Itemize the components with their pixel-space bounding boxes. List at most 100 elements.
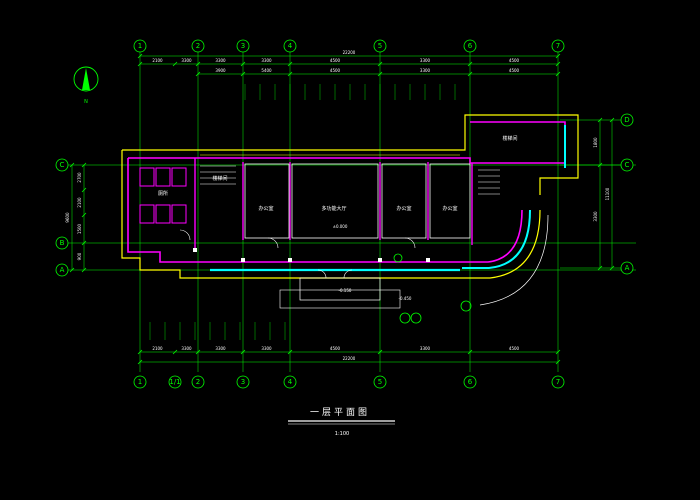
door-arc-3	[179, 229, 191, 241]
dim-right-segments-text: 1800	[593, 137, 598, 148]
main-wall-outline	[122, 114, 579, 195]
axis-bubble-bottom	[373, 375, 387, 389]
axis-bubble-right	[620, 113, 634, 127]
conference-box	[291, 163, 379, 239]
axis-bubble-top	[551, 39, 565, 53]
axis-label-bottom: 4	[288, 378, 293, 386]
room-label-office-2: 办公室	[396, 205, 411, 212]
dim-bottom-segments-tick	[555, 349, 561, 355]
dim-left-overall-tick	[69, 267, 75, 273]
dim-bottom-segments-tick	[137, 349, 143, 355]
dim-left-segments-tick	[81, 267, 87, 273]
axis-label-right: D	[624, 116, 629, 124]
axis-label-bottom: 1	[138, 378, 142, 386]
axis-bubble-right	[620, 261, 634, 275]
landscape-marks	[393, 253, 472, 324]
dim-top-segments-text: 3300	[420, 58, 431, 63]
building-walls	[121, 114, 579, 309]
dim-top-segments-tick	[377, 61, 383, 67]
curved-corridor-inner	[460, 209, 523, 263]
axis-label-bottom: 3	[241, 378, 245, 386]
toilet-stall-4	[139, 204, 155, 224]
axis-label-left: C	[60, 161, 65, 169]
toilet-stall-6	[171, 204, 187, 224]
curved-corridor-outer	[470, 209, 541, 279]
door-arc-5	[343, 269, 353, 279]
axis-bubble-top	[191, 39, 205, 53]
dim-bottom-segments-text: 3300	[215, 346, 226, 351]
dim-top-sub-text: 4500	[509, 68, 520, 73]
axis-bubble-top	[463, 39, 477, 53]
dim-top-sub-tick	[467, 71, 473, 77]
dim-right-segments-text: 3300	[593, 211, 598, 222]
axis-label-top: 7	[556, 42, 560, 50]
dim-top-segments-tick	[240, 61, 246, 67]
room-label-office-1: 办公室	[258, 205, 273, 212]
dim-right-segments-tick	[597, 162, 603, 168]
axis-label-right: A	[625, 264, 630, 272]
inner-wall-north	[128, 121, 566, 164]
dim-top-overall-tick	[137, 53, 143, 59]
dim-top-sub-tick	[240, 71, 246, 77]
axis-bubble-left	[55, 236, 69, 250]
dim-top-segments-tick	[172, 61, 178, 67]
room-label-toilet: 厕所	[158, 190, 168, 197]
dim-top-sub-text: 3300	[420, 68, 431, 73]
dim-bottom-overall-tick	[555, 359, 561, 365]
dim-left-segments-text: 2100	[77, 197, 82, 208]
dim-bottom-overall-tick	[137, 359, 143, 365]
axis-label-left: A	[60, 266, 65, 274]
dim-bottom-segments-tick	[467, 349, 473, 355]
dim-bottom-segments-text: 4500	[330, 346, 341, 351]
dim-bottom-segments-text: 3300	[181, 346, 192, 351]
axis-label-bottom: 7	[556, 378, 560, 386]
axis-label-top: 5	[378, 42, 382, 50]
dim-top-sub-tick	[555, 71, 561, 77]
dim-bottom-segments-text: 3300	[420, 346, 431, 351]
inner-wall-south	[127, 158, 460, 263]
dim-top-segments-text: 4500	[330, 58, 341, 63]
toilet-stall-1	[139, 167, 155, 187]
axis-label-top: 2	[196, 42, 200, 50]
axis-bubble-bottom	[551, 375, 565, 389]
level-exterior: -0.450	[399, 296, 412, 301]
toilet-stall-2	[155, 167, 171, 187]
axis-label-top: 3	[241, 42, 245, 50]
dim-left-segments-tick	[81, 162, 87, 168]
north-label: N	[84, 99, 88, 105]
axis-label-right: C	[625, 161, 630, 169]
dim-top-segments-text: 2100	[152, 58, 163, 63]
axis-bubble-bottom	[168, 375, 182, 389]
dim-bottom-segments-text: 3300	[261, 346, 272, 351]
dim-top-segments-text: 4500	[509, 58, 520, 63]
dim-top-sub-text: 5400	[261, 68, 272, 73]
dim-left-segments-text: 900	[77, 252, 82, 260]
dim-top-sub-tick	[377, 71, 383, 77]
axis-bubble-top	[283, 39, 297, 53]
curved-window	[462, 209, 531, 269]
dim-top-sub-tick	[195, 71, 201, 77]
axis-label-bottom: 2	[196, 378, 200, 386]
columns	[193, 248, 430, 262]
dim-left-overall-text: 9600	[65, 212, 70, 223]
dim-right-segments-tick	[597, 265, 603, 271]
dim-top-segments-tick	[287, 61, 293, 67]
axis-bubble-top	[236, 39, 250, 53]
axis-bubble-bottom	[463, 375, 477, 389]
axis-bubble-bottom	[191, 375, 205, 389]
axis-bubble-left	[55, 263, 69, 277]
dim-left-segments-tick	[81, 212, 87, 218]
dim-top-segments-text: 3300	[181, 58, 192, 63]
axis-label-bottom: 6	[468, 378, 473, 386]
dim-top-segments-tick	[137, 61, 143, 67]
dim-top-overall-text: 22200	[343, 50, 356, 55]
door-arc-4	[317, 269, 327, 279]
dim-bottom-segments-tick	[377, 349, 383, 355]
axis-bubble-left	[55, 158, 69, 172]
room-label-office-3: 办公室	[442, 205, 457, 212]
room-label-stair-hall: 楼梯间	[212, 175, 227, 182]
level-porch: -0.150	[339, 288, 352, 293]
dim-top-sub-text: 4500	[330, 68, 341, 73]
axis-bubble-top	[373, 39, 387, 53]
